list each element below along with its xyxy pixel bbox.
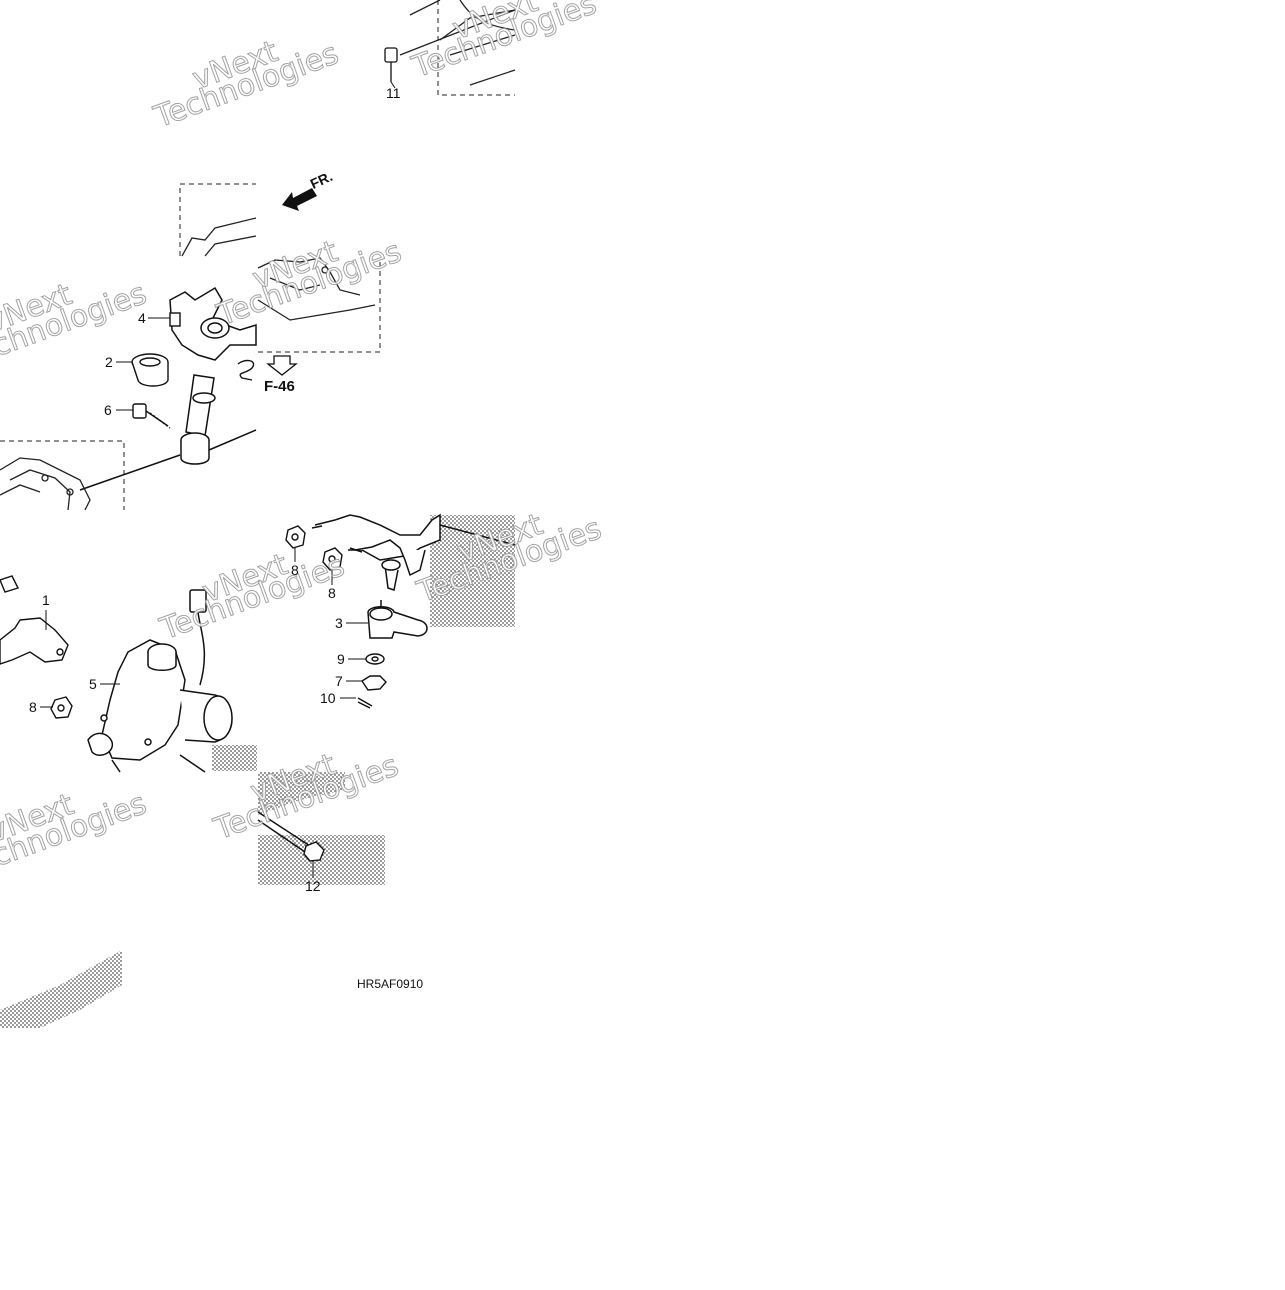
callout-6: 6 (104, 402, 112, 418)
top-panel-sketch (399, 0, 516, 86)
reference-label[interactable]: F-46 (264, 378, 295, 395)
part-4-clip (169, 312, 181, 327)
part-5-motor (87, 589, 233, 773)
callout-4: 4 (138, 310, 146, 326)
upper-bracket-sketch (181, 217, 376, 321)
callout-2: 2 (105, 354, 113, 370)
dashed-frames (0, 0, 515, 510)
bolt-11 (384, 47, 398, 82)
right-joint-assembly (311, 513, 516, 591)
panel-gap (256, 180, 258, 260)
steering-column (79, 286, 257, 491)
bolt-12 (257, 811, 325, 862)
nuts-8-right (285, 525, 343, 571)
bolt-6 (132, 403, 171, 429)
leader-lines (40, 81, 396, 878)
drawing-code: HR5AF0910 (357, 977, 424, 991)
callout-7: 7 (335, 673, 343, 689)
callout-8: 8 (29, 699, 37, 715)
hardware-9-7-10 (357, 653, 387, 709)
callout-10: 10 (320, 690, 336, 706)
callout-3: 3 (335, 615, 343, 631)
callout-5: 5 (89, 676, 97, 692)
front-direction-arrow (282, 188, 317, 211)
callout-8: 8 (328, 585, 336, 601)
callout-8: 8 (291, 562, 299, 578)
part-2-boot (131, 353, 169, 387)
left-housing-sketch (0, 457, 91, 511)
callout-11: 11 (386, 85, 401, 101)
callout-12: 12 (305, 878, 321, 894)
clip-part (237, 359, 255, 381)
nut-8-left (50, 696, 73, 719)
callout-1: 1 (42, 592, 50, 608)
callout-9: 9 (337, 651, 345, 667)
part-1-bracket (0, 575, 69, 665)
reference-arrow (266, 355, 298, 376)
part-3-arm (367, 600, 428, 639)
